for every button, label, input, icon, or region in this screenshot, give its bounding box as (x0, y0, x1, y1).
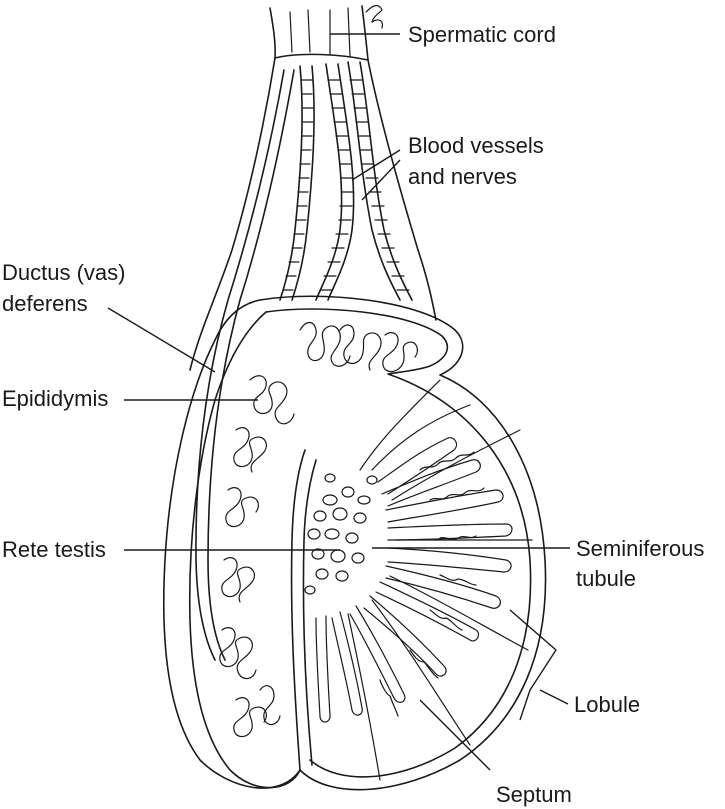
ductus-deferens (195, 69, 295, 661)
spermatic-cord (189, 4, 437, 371)
leader-lobule-bracket (509, 609, 557, 721)
label-epididymis: Epididymis (2, 386, 108, 411)
rete-testis (304, 473, 378, 595)
label-seminiferous-line2: tubule (576, 566, 636, 591)
label-ductus-line2: deferens (2, 291, 88, 316)
label-rete-testis: Rete testis (2, 537, 106, 562)
leader-blood-vessels-b (361, 159, 401, 201)
label-lobule: Lobule (574, 692, 640, 717)
label-spermatic-cord: Spermatic cord (408, 22, 556, 47)
label-seminiferous-line1: Seminiferous (576, 536, 704, 561)
leader-lobule (539, 689, 569, 705)
epididymis (219, 321, 419, 738)
labels: Spermatic cord Blood vessels and nerves … (2, 22, 704, 807)
leader-lines (107, 33, 570, 771)
testis-capsule (163, 295, 547, 791)
leader-ductus (107, 307, 216, 373)
leader-blood-vessels-a (351, 149, 401, 181)
blood-vessels (279, 61, 413, 301)
septa (347, 379, 533, 781)
leader-septum (419, 699, 491, 771)
vessel-segments (282, 79, 410, 291)
label-ductus-line1: Ductus (vas) (2, 260, 125, 285)
label-blood-vessels-line1: Blood vessels (408, 133, 544, 158)
seminiferous-tubules (315, 404, 513, 723)
label-blood-vessels-line2: and nerves (408, 164, 517, 189)
label-septum: Septum (496, 782, 572, 807)
